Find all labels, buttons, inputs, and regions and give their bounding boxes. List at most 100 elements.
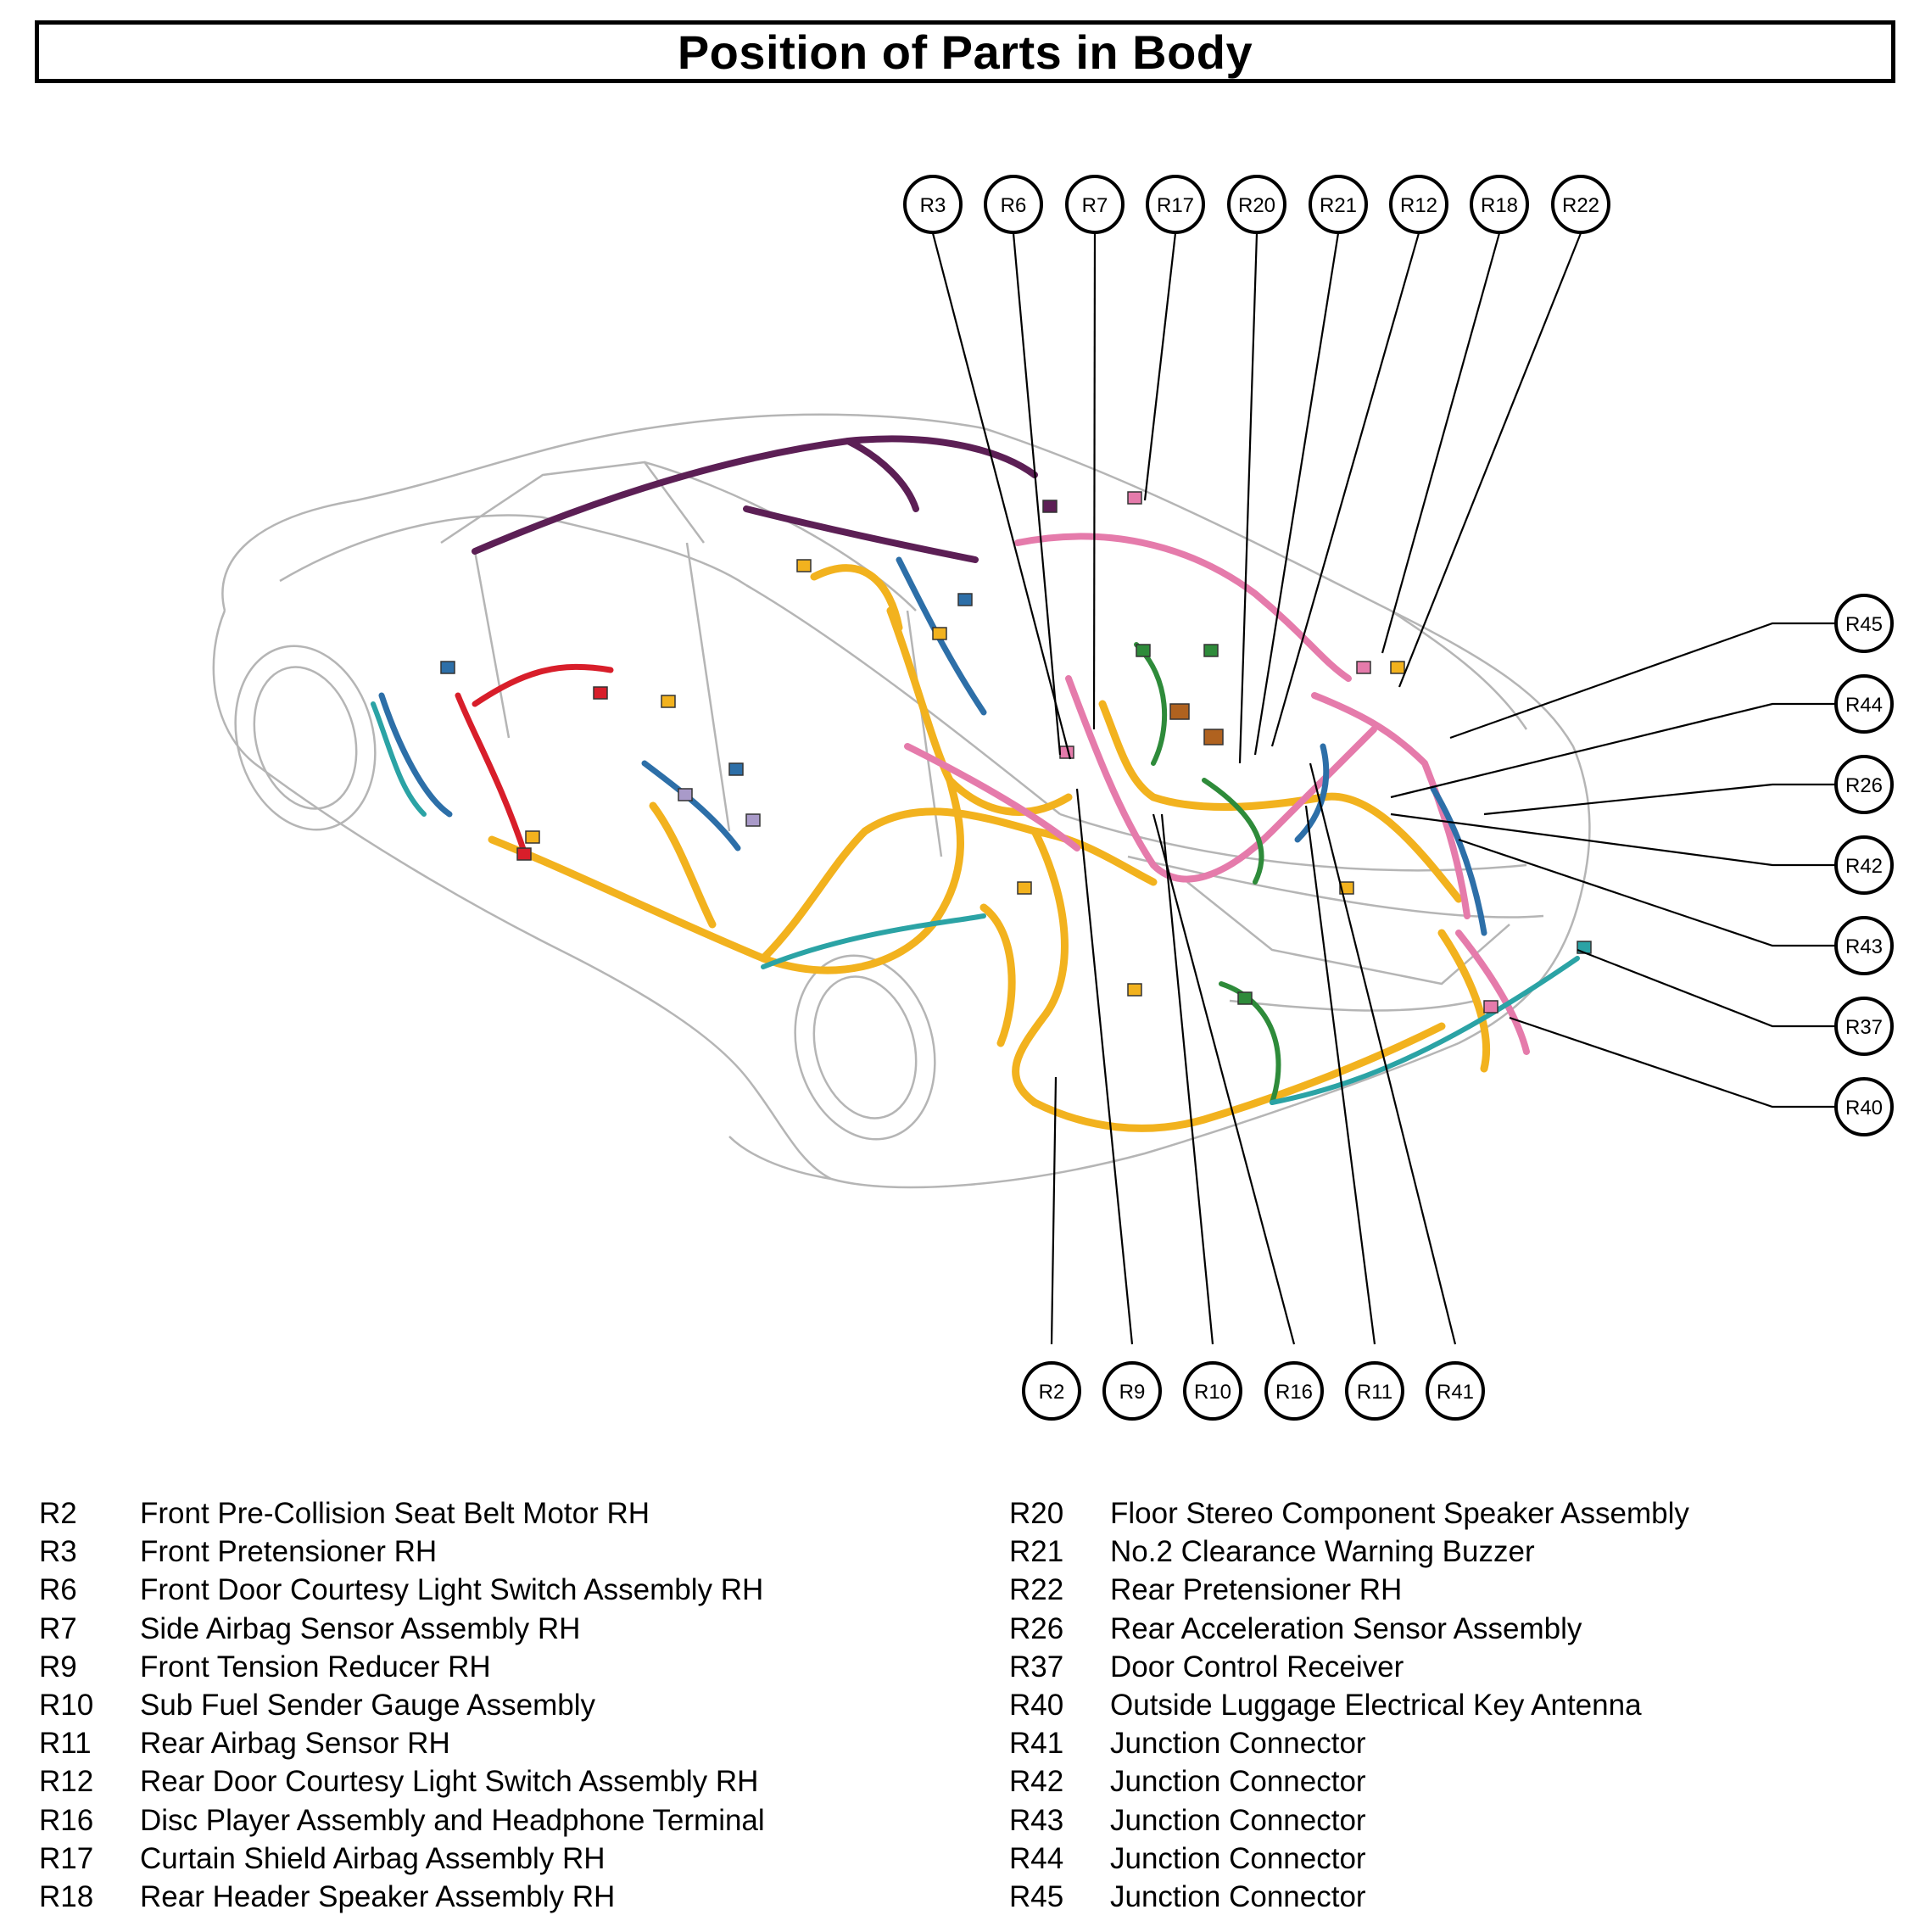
leader-lines	[931, 232, 1835, 1345]
legend-code: R43	[1009, 1803, 1064, 1837]
callout-r17: R17	[1146, 175, 1205, 234]
legend-desc: Rear Acceleration Sensor Assembly	[1110, 1611, 1582, 1645]
callout-r45: R45	[1834, 594, 1894, 653]
legend-code: R42	[1009, 1765, 1064, 1799]
callout-label: R21	[1320, 194, 1357, 217]
callout-r3: R3	[903, 175, 963, 234]
legend-code: R9	[39, 1650, 77, 1684]
legend-row: R41 Junction Connector	[1009, 1724, 1689, 1762]
legend-row: R22 Rear Pretensioner RH	[1009, 1571, 1689, 1609]
legend-row: R40 Outside Luggage Electrical Key Antenn…	[1009, 1686, 1689, 1724]
page-title: Position of Parts in Body	[677, 25, 1253, 79]
callout-label: R18	[1481, 194, 1518, 217]
legend-desc: No.2 Clearance Warning Buzzer	[1110, 1535, 1535, 1569]
legend-row: R43 Junction Connector	[1009, 1801, 1689, 1840]
callout-r10: R10	[1183, 1361, 1242, 1421]
legend-desc: Rear Pretensioner RH	[1110, 1573, 1403, 1607]
legend-desc: Junction Connector	[1110, 1727, 1366, 1761]
callout-label: R11	[1357, 1381, 1392, 1404]
legend-row: R7 Side Airbag Sensor Assembly RH	[39, 1610, 765, 1648]
callout-label: R16	[1275, 1381, 1313, 1404]
title-box: Position of Parts in Body	[35, 20, 1895, 83]
legend-code: R20	[1009, 1497, 1064, 1530]
callout-label: R43	[1845, 935, 1883, 958]
legend-code: R37	[1009, 1650, 1064, 1684]
callout-r20: R20	[1227, 175, 1286, 234]
legend-code: R41	[1009, 1727, 1064, 1761]
callout-label: R40	[1845, 1097, 1883, 1120]
wire-harness	[371, 435, 1580, 1132]
callout-r44: R44	[1834, 674, 1894, 734]
callout-r40: R40	[1834, 1077, 1894, 1136]
callout-label: R10	[1194, 1381, 1231, 1404]
purple-harness	[472, 435, 1038, 563]
orange-harness	[488, 564, 1490, 1132]
legend-desc: Side Airbag Sensor Assembly RH	[140, 1611, 581, 1645]
callout-label: R42	[1845, 855, 1883, 878]
callout-r43: R43	[1834, 916, 1894, 975]
callout-label: R37	[1845, 1016, 1883, 1039]
legend-desc: Front Door Courtesy Light Switch Assembl…	[140, 1573, 764, 1607]
legend-desc: Outside Luggage Electrical Key Antenna	[1110, 1688, 1642, 1722]
callout-r22: R22	[1551, 175, 1610, 234]
legend-code: R6	[39, 1573, 77, 1607]
legend-right: R20 Floor Stereo Component Speaker Assemb…	[1009, 1494, 1689, 1916]
legend-code: R11	[39, 1727, 92, 1761]
callout-r12: R12	[1389, 175, 1448, 234]
legend-code: R7	[39, 1611, 77, 1645]
pink-harness	[904, 533, 1530, 1055]
callout-label: R9	[1119, 1381, 1146, 1404]
callout-r9: R9	[1102, 1361, 1162, 1421]
legend-row: R10 Sub Fuel Sender Gauge Assembly	[39, 1686, 765, 1724]
legend-code: R21	[1009, 1535, 1064, 1569]
legend-desc: Junction Connector	[1110, 1879, 1366, 1913]
teal-harness	[371, 701, 1580, 1105]
legend-desc: Disc Player Assembly and Headphone Termi…	[140, 1803, 765, 1837]
callout-label: R44	[1845, 694, 1883, 717]
legend-row: R16 Disc Player Assembly and Headphone Te…	[39, 1801, 765, 1840]
wheels	[234, 645, 936, 1141]
callout-label: R6	[1001, 194, 1027, 217]
callout-r11: R11	[1345, 1361, 1404, 1421]
legend-code: R40	[1009, 1688, 1064, 1722]
legend-code: R10	[39, 1688, 94, 1722]
legend-row: R17 Curtain Shield Airbag Assembly RH	[39, 1840, 765, 1878]
legend-row: R6 Front Door Courtesy Light Switch Assem…	[39, 1571, 765, 1609]
legend-desc: Sub Fuel Sender Gauge Assembly	[140, 1688, 595, 1722]
legend-code: R17	[39, 1841, 94, 1875]
legend-desc: Rear Header Speaker Assembly RH	[140, 1879, 616, 1913]
legend-code: R16	[39, 1803, 94, 1837]
callout-label: R2	[1039, 1381, 1065, 1404]
legend-code: R26	[1009, 1611, 1064, 1645]
legend-desc: Front Pre-Collision Seat Belt Motor RH	[140, 1497, 650, 1530]
legend-row: R44 Junction Connector	[1009, 1840, 1689, 1878]
legend-row: R26 Rear Acceleration Sensor Assembly	[1009, 1610, 1689, 1648]
callout-r41: R41	[1426, 1361, 1485, 1421]
legend-code: R44	[1009, 1841, 1064, 1875]
legend-desc: Junction Connector	[1110, 1841, 1366, 1875]
legend-code: R18	[39, 1879, 94, 1913]
legend-code: R22	[1009, 1573, 1064, 1607]
legend-desc: Curtain Shield Airbag Assembly RH	[140, 1841, 606, 1875]
legend-desc: Rear Airbag Sensor RH	[140, 1727, 450, 1761]
legend-desc: Floor Stereo Component Speaker Assembly	[1110, 1497, 1689, 1530]
callout-r18: R18	[1470, 175, 1529, 234]
legend-row: R42 Junction Connector	[1009, 1762, 1689, 1801]
legend-desc: Junction Connector	[1110, 1765, 1366, 1799]
callouts: R3 R6 R7 R17 R20 R21 R12 R18 R22 R45 R44…	[903, 175, 1894, 1421]
legend-code: R3	[39, 1535, 77, 1569]
legend-desc: Junction Connector	[1110, 1803, 1366, 1837]
legend-row: R18 Rear Header Speaker Assembly RH	[39, 1878, 765, 1916]
car-body-outline	[212, 413, 1591, 1189]
callout-r16: R16	[1264, 1361, 1324, 1421]
callout-label: R20	[1238, 194, 1275, 217]
legend-row: R11 Rear Airbag Sensor RH	[39, 1724, 765, 1762]
callout-r21: R21	[1309, 175, 1368, 234]
